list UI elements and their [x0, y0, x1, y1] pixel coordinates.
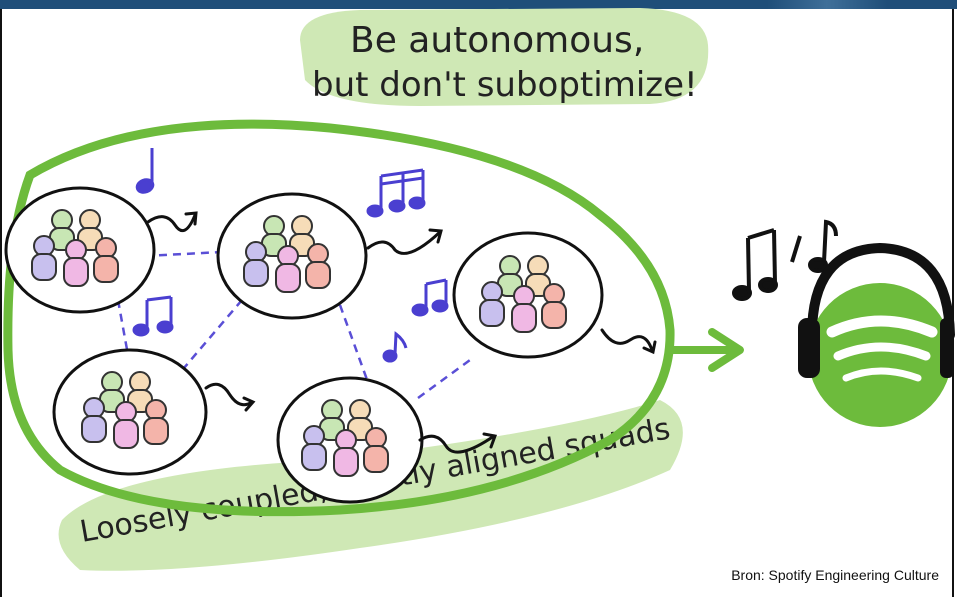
music-note-icon — [132, 148, 449, 363]
green-arrowhead — [708, 328, 744, 372]
tribe-outline — [3, 119, 675, 517]
squad-4 — [52, 348, 208, 476]
header-bar — [0, 0, 957, 9]
top-note-highlight — [300, 8, 709, 106]
squad-3 — [452, 231, 604, 359]
output-arrows — [146, 211, 657, 454]
squad-5 — [276, 376, 424, 504]
squad-1 — [4, 186, 156, 314]
source-caption: Bron: Spotify Engineering Culture — [731, 567, 939, 583]
slide-frame — [0, 9, 954, 597]
header-glare — [767, 0, 887, 9]
top-note-line1: Be autonomous, — [350, 20, 644, 61]
spotify-headphones-icon — [798, 242, 955, 427]
squad-2 — [216, 192, 368, 320]
music-note-icon — [732, 219, 838, 301]
squad-connections — [116, 250, 471, 400]
top-note-line2: but don't suboptimize! — [312, 65, 698, 105]
